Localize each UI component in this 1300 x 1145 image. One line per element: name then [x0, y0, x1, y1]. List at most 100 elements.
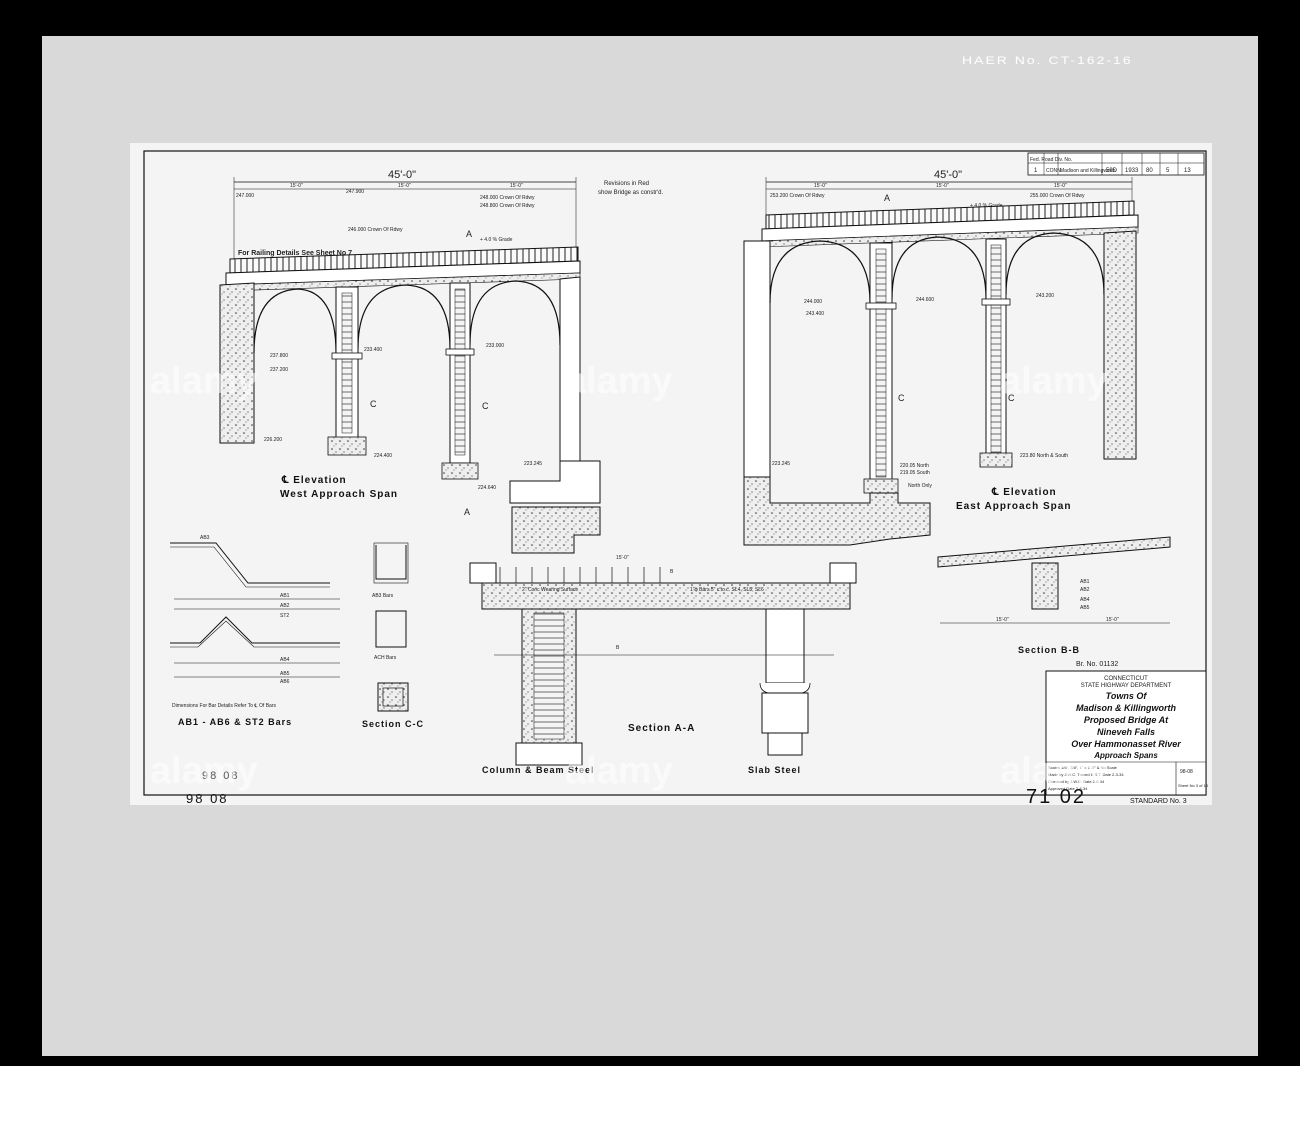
- east-section-a-top: A: [884, 193, 890, 203]
- west-span-dim-3: 15'-0": [510, 183, 523, 189]
- west-spring-el-4: 233.000: [486, 343, 504, 349]
- approved-by: Approved Date 2-8-34: [1048, 786, 1088, 791]
- table-val-town: Madison and Killingworth: [1060, 168, 1116, 174]
- ab3-bars-label: AB3 Bars: [372, 593, 394, 599]
- corner-mark-lower: 98 08: [186, 791, 229, 805]
- west-spring-el-3: 233.400: [364, 347, 382, 353]
- west-base-el-3: 223.245: [524, 461, 542, 467]
- made-by: Made by J.W.C. Traced E.S.T. Date 2-3-34: [1048, 772, 1124, 777]
- east-section-c-1: C: [898, 393, 905, 403]
- slab-steel-title: Slab Steel: [748, 765, 801, 775]
- east-title-2: East Approach Span: [956, 501, 1071, 512]
- bar-bending-title: AB1 - AB6 & ST2 Bars: [178, 717, 292, 727]
- bar-dimension-note: Dimensions For Bar Details Refer To ℄ Of…: [172, 703, 276, 709]
- title-block: Br. No. 01132 CONNECTICUT STATE HIGHWAY …: [1045, 661, 1209, 796]
- section-cc: AB3 Bars ACH Bars Section C-C: [362, 542, 423, 729]
- east-section-c-2: C: [1008, 393, 1015, 403]
- title-line-2: Madison & Killingworth: [1076, 703, 1176, 713]
- drawing-sheet: Fed. Road Div. No. 1 CONN. Madison and K…: [130, 143, 1212, 808]
- archive-stamp: HAER No. CT-162-16: [962, 53, 1133, 67]
- agency-1: CONNECTICUT: [1104, 676, 1148, 682]
- bb-dim-2: 15'-0": [1106, 617, 1119, 623]
- section-bb-title: Section B-B: [1018, 645, 1080, 655]
- revision-note-2: show Bridge as constr'd.: [598, 190, 664, 196]
- bar-mark-ab2: AB2: [280, 603, 290, 609]
- west-span-dim-2: 15'-0": [398, 183, 411, 189]
- wearing-surface: 2" Conc Wearing Surface: [522, 587, 578, 593]
- west-section-a-top: A: [466, 229, 472, 239]
- east-grade: + 4.0 % Grade: [970, 203, 1003, 209]
- west-span-dim-1: 15'-0": [290, 183, 303, 189]
- table-val-sheet: 5: [1166, 168, 1170, 174]
- west-elevation: 45'-0" 15'-0" 15'-0" 15'-0" 247.000 247.…: [219, 169, 601, 554]
- west-spring-el-2: 237.200: [270, 367, 288, 373]
- bb-dim-1: 15'-0": [996, 617, 1009, 623]
- east-spring-el-1: 244.000: [804, 299, 822, 305]
- bar-mark-st2: ST2: [280, 613, 289, 619]
- sheet-number: Sheet No 3 of 13: [1178, 783, 1209, 788]
- east-base-el-1: 223.245: [772, 461, 790, 467]
- east-span-dim-3: 15'-0": [1054, 183, 1067, 189]
- bar-details: AB3 AB1 AB2 ST2 AB4 AB5 AB6 Dimensions F…: [170, 535, 340, 727]
- column-beam-title: Column & Beam Steel: [482, 765, 595, 775]
- west-el-2: 247.900: [346, 189, 364, 195]
- bar-mark-ab4: AB4: [280, 657, 290, 663]
- west-base-el-2: 224.400: [374, 453, 392, 459]
- east-base-el-3: 219.05 South: [900, 470, 930, 476]
- east-el-2: 255.000 Crown Of Rdwy: [1030, 193, 1085, 199]
- section-aa: 15'-0" B 2" Conc Wearing Surface 1"φ Bar…: [469, 555, 857, 775]
- table-val-year: 1933: [1125, 168, 1139, 174]
- bb-mark-ab1: AB1: [1080, 579, 1090, 585]
- footer-banner: [0, 1066, 1300, 1145]
- east-span-dim-2: 15'-0": [936, 183, 949, 189]
- section-bb: AB1 AB2 AB4 AB5 15'-0" 15'-0" Section B-…: [937, 536, 1171, 655]
- section-b-marker-1: B: [670, 569, 674, 575]
- bar-mark-ab5: AB5: [280, 671, 290, 677]
- west-el-3: 248.000 Crown Of Rdwy: [480, 195, 535, 201]
- bridge-drawing: Fed. Road Div. No. 1 CONN. Madison and K…: [143, 150, 1209, 808]
- west-section-a-bottom: A: [464, 507, 470, 517]
- west-title-2: West Approach Span: [280, 489, 398, 500]
- table-val-proj: 59D: [1106, 168, 1118, 174]
- west-el-1: 247.000: [236, 193, 254, 199]
- proj-number: 98-08: [1180, 769, 1193, 775]
- east-base-el-2: 220.05 North: [900, 463, 929, 469]
- corner-mark-upper: 98 08: [202, 770, 240, 782]
- east-spring-el-3: 244.600: [916, 297, 934, 303]
- west-base-el-1: 226.200: [264, 437, 282, 443]
- sheet-border: [143, 150, 1207, 796]
- west-overall-dim: 45'-0": [388, 169, 416, 181]
- standard-number: STANDARD No. 3: [1130, 798, 1187, 805]
- table-val-sheetno: 80: [1146, 168, 1153, 174]
- bar-mark-ab3: AB3: [200, 535, 210, 541]
- bb-mark-ab4: AB4: [1080, 597, 1090, 603]
- title-line-6: Approach Spans: [1093, 751, 1158, 760]
- title-line-5: Over Hammonasset River: [1071, 739, 1181, 749]
- east-title-1: ℄ Elevation: [991, 487, 1057, 498]
- west-el-5: 246.000 Crown Of Rdwy: [348, 227, 403, 233]
- corner-mark-right: 71 02: [1026, 786, 1086, 805]
- table-val-total: 13: [1184, 168, 1191, 174]
- bridge-number: Br. No. 01132: [1076, 661, 1118, 668]
- east-spring-el-4: 243.200: [1036, 293, 1054, 299]
- table-val-state: CONN.: [1046, 168, 1062, 174]
- east-spring-el-2: 243.400: [806, 311, 824, 317]
- bb-mark-ab2: AB2: [1080, 587, 1090, 593]
- west-el-4: 248.800 Crown Of Rdwy: [480, 203, 535, 209]
- table-val-div: 1: [1034, 168, 1038, 174]
- bar-mark-ab6: AB6: [280, 679, 290, 685]
- east-el-1: 253.200 Crown Of Rdwy: [770, 193, 825, 199]
- west-grade: + 4.0 % Grade: [480, 237, 513, 243]
- title-line-1: Towns Of: [1106, 691, 1148, 701]
- west-section-c-1: C: [370, 399, 377, 409]
- east-elevation: 45'-0" 15'-0" 15'-0" 15'-0" 253.200 Crow…: [743, 169, 1139, 546]
- slab-dim: 15'-0": [616, 555, 629, 561]
- west-title-1: ℄ Elevation: [281, 475, 347, 486]
- bar-mark-ab1: AB1: [280, 593, 290, 599]
- table-header-div: Fed. Road Div. No.: [1030, 157, 1072, 163]
- revision-note-1: Revisions in Red: [604, 181, 649, 187]
- slab-bars-note: 1"φ Bars 5" c.to c. SL4, SL5, SL6: [690, 587, 764, 593]
- bb-mark-ab5: AB5: [1080, 605, 1090, 611]
- section-b-marker-2: B: [616, 645, 620, 651]
- checked-by: Checked by J.W.C. Date 2-6-34: [1048, 779, 1105, 784]
